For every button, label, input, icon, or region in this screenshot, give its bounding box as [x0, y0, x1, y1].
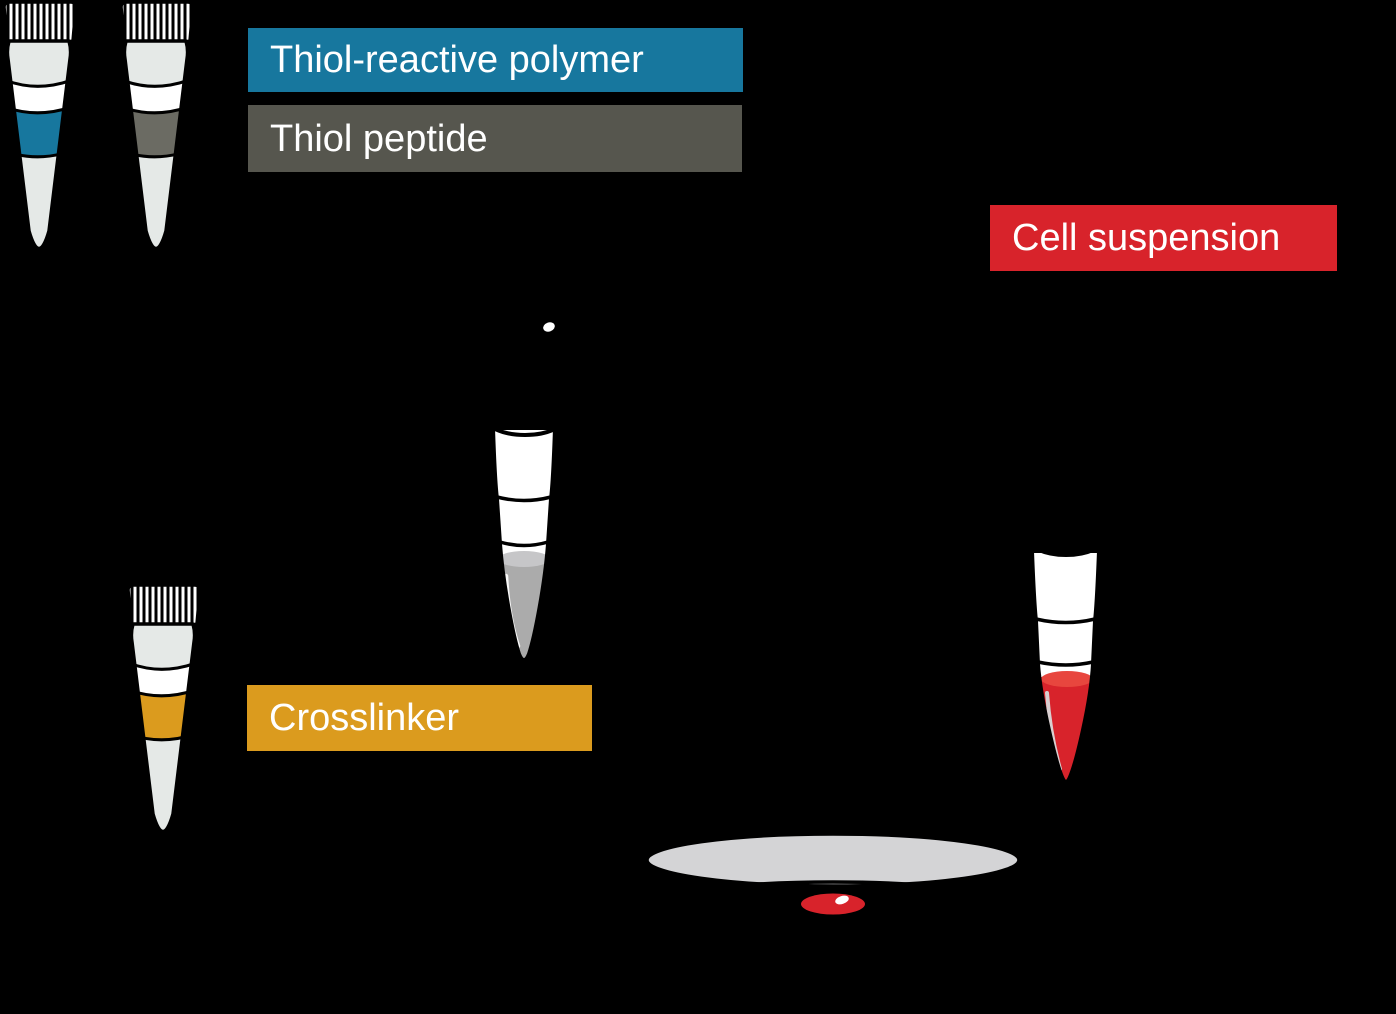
label-thiol-peptide: Thiol peptide — [248, 105, 742, 172]
open-flip-cap-icon — [1077, 434, 1150, 553]
label-crosslinker: Crosslinker — [247, 685, 592, 751]
open-tube-cells — [1026, 434, 1150, 784]
label-cell-suspension-text: Cell suspension — [1012, 217, 1281, 259]
liquid — [1032, 671, 1099, 782]
closed-tube-crosslinker — [126, 583, 202, 834]
closed-tube-polymer — [2, 0, 78, 251]
label-thiol-peptide-text: Thiol peptide — [270, 117, 488, 160]
tube-body — [5, 39, 73, 251]
label-cell-suspension: Cell suspension — [990, 205, 1337, 271]
tube-rim — [482, 395, 568, 437]
petri-dish-icon — [645, 832, 1021, 935]
cell-droplet — [801, 893, 865, 915]
label-thiol-reactive-polymer: Thiol-reactive polymer — [248, 28, 743, 92]
tube-body — [1030, 549, 1101, 784]
tube-rim — [1026, 519, 1106, 557]
tube-body — [129, 622, 197, 834]
cap-hinge — [568, 406, 604, 430]
open-tube-mixture — [482, 309, 612, 662]
dish-top — [647, 834, 1019, 886]
dish-rim — [645, 832, 1021, 888]
label-crosslinker-text: Crosslinker — [269, 697, 460, 739]
label-thiol-reactive-polymer-text: Thiol-reactive polymer — [270, 39, 644, 81]
tube-body — [491, 426, 557, 662]
tube-body — [122, 39, 190, 251]
dish-floor — [647, 880, 1019, 934]
open-flip-cap-icon — [536, 309, 612, 430]
closed-tube-peptide — [119, 0, 195, 251]
striped-screw-cap-icon — [119, 0, 195, 48]
cap-hinge — [1106, 529, 1140, 553]
droplet-highlight — [835, 895, 849, 905]
